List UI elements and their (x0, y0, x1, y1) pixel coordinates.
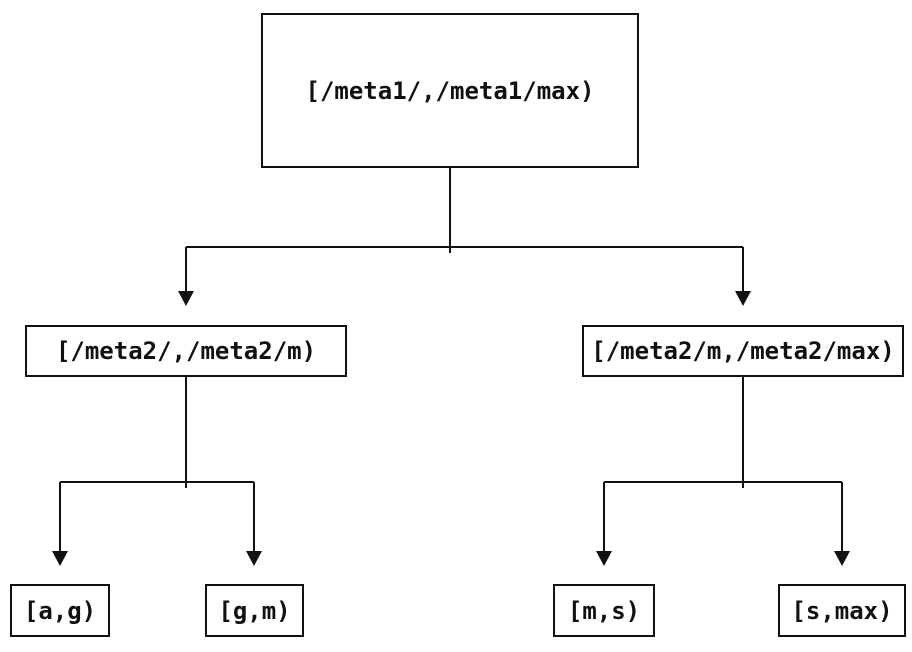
tree-leaf-smax-label: [s,max) (791, 596, 893, 625)
arrowhead-left (178, 291, 194, 306)
tree-leaf-ag-label: [a,g) (23, 596, 97, 625)
tree-node-left-subrange: [/meta2/,/meta2/m) (25, 325, 347, 377)
edge-right-children (596, 377, 850, 566)
tree-node-root-label: [/meta1/,/meta1/max) (305, 76, 595, 105)
arrowhead-gm (246, 551, 262, 566)
tree-leaf-smax: [s,max) (778, 584, 906, 637)
tree-node-right-subrange: [/meta2/m,/meta2/max) (582, 325, 904, 377)
tree-node-right-label: [/meta2/m,/meta2/max) (591, 337, 895, 365)
tree-node-left-label: [/meta2/,/meta2/m) (55, 337, 317, 365)
edge-root-children (178, 168, 751, 306)
arrowhead-ms (596, 551, 612, 566)
edge-left-children (52, 377, 262, 566)
tree-leaf-gm: [g,m) (205, 584, 304, 637)
arrowhead-right (735, 291, 751, 306)
arrowhead-ag (52, 551, 68, 566)
tree-leaf-ms-label: [m,s) (567, 596, 641, 625)
tree-leaf-ag: [a,g) (10, 584, 110, 637)
tree-node-root: [/meta1/,/meta1/max) (261, 13, 639, 168)
tree-leaf-gm-label: [g,m) (218, 596, 291, 625)
tree-leaf-ms: [m,s) (553, 584, 655, 637)
arrowhead-smax (834, 551, 850, 566)
